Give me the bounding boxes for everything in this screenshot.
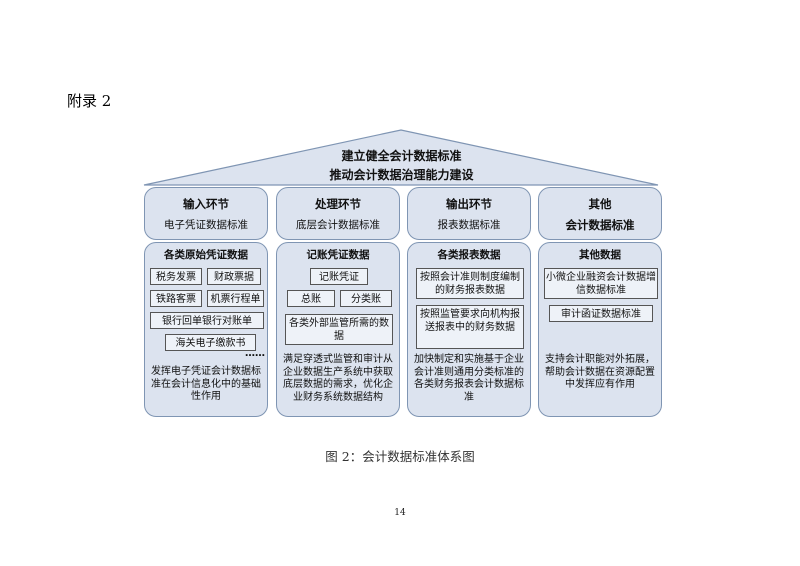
- output-stage-panel: 输出环节 报表数据标准: [407, 187, 531, 240]
- output-stage-subtitle: 报表数据标准: [437, 219, 501, 231]
- output-data-heading: 各类报表数据: [437, 249, 501, 261]
- input-stage-panel: 输入环节 电子凭证数据标准: [144, 187, 268, 240]
- roof-title-line2: 推动会计数据治理能力建设: [329, 168, 474, 182]
- data-item-box: 分类账: [340, 290, 392, 307]
- other-stage-panel: 其他 会计数据标准: [538, 187, 662, 240]
- processing-description: 满足穿透式监管和审计从企业数据生产系统中获取底层数据的需求，优化企业财务系统数据…: [283, 354, 393, 403]
- figure-caption: 图 2：会计数据标准体系图: [325, 449, 475, 464]
- data-item-box: 铁路客票: [150, 290, 202, 307]
- processing-data-panel: 记账凭证数据 记账凭证 总账 分类账 各类外部监管所需的数据 满足穿透式监管和审…: [276, 242, 400, 417]
- roof-shape: [143, 129, 659, 186]
- data-item-box: 税务发票: [150, 268, 202, 285]
- data-item-box: 机票行程单: [207, 290, 264, 307]
- input-description: 发挥电子凭证会计数据标准在会计信息化中的基础性作用: [151, 366, 261, 402]
- data-item-box: 财政票据: [207, 268, 261, 285]
- other-data-heading: 其他数据: [579, 249, 621, 261]
- input-stage-subtitle: 电子凭证数据标准: [164, 219, 248, 231]
- data-item-box: 审计函证数据标准: [549, 305, 653, 322]
- processing-stage-panel: 处理环节 底层会计数据标准: [276, 187, 400, 240]
- data-item-box: 银行回单银行对账单: [150, 312, 264, 329]
- data-item-box: 小微企业融资会计数据增信数据标准: [544, 268, 658, 299]
- data-item-box: 记账凭证: [310, 268, 368, 285]
- page-number: 14: [394, 508, 406, 518]
- processing-data-heading: 记账凭证数据: [306, 249, 370, 261]
- input-data-heading: 各类原始凭证数据: [164, 249, 248, 261]
- output-description: 加快制定和实施基于企业会计准则通用分类标准的各类财务报表会计数据标准: [414, 354, 524, 403]
- other-stage-title: 其他: [588, 197, 612, 211]
- data-item-box: 按照会计准则制度编制的财务报表数据: [416, 268, 524, 299]
- other-stage-subtitle: 会计数据标准: [565, 218, 635, 232]
- other-description: 支持会计职能对外拓展，帮助会计数据在资源配置中发挥应有作用: [545, 354, 655, 390]
- data-item-box: 总账: [287, 290, 335, 307]
- output-data-panel: 各类报表数据 按照会计准则制度编制的财务报表数据 按照监管要求向机构报送报表中的…: [407, 242, 531, 417]
- input-data-panel: 各类原始凭证数据 税务发票 财政票据 铁路客票 机票行程单 银行回单银行对账单 …: [144, 242, 268, 417]
- processing-stage-subtitle: 底层会计数据标准: [296, 219, 380, 231]
- ellipsis-marker: ……: [245, 348, 265, 359]
- input-stage-title: 输入环节: [183, 197, 229, 211]
- other-data-panel: 其他数据 小微企业融资会计数据增信数据标准 审计函证数据标准 支持会计职能对外拓…: [538, 242, 662, 417]
- data-item-box: 按照监管要求向机构报送报表中的财务数据: [416, 305, 524, 349]
- output-stage-title: 输出环节: [446, 197, 492, 211]
- roof-title-line1: 建立健全会计数据标准: [341, 149, 462, 163]
- appendix-label: 附录 2: [67, 92, 112, 110]
- data-item-box: 各类外部监管所需的数据: [285, 314, 393, 345]
- data-item-box: 海关电子缴款书: [165, 334, 256, 351]
- processing-stage-title: 处理环节: [315, 197, 361, 211]
